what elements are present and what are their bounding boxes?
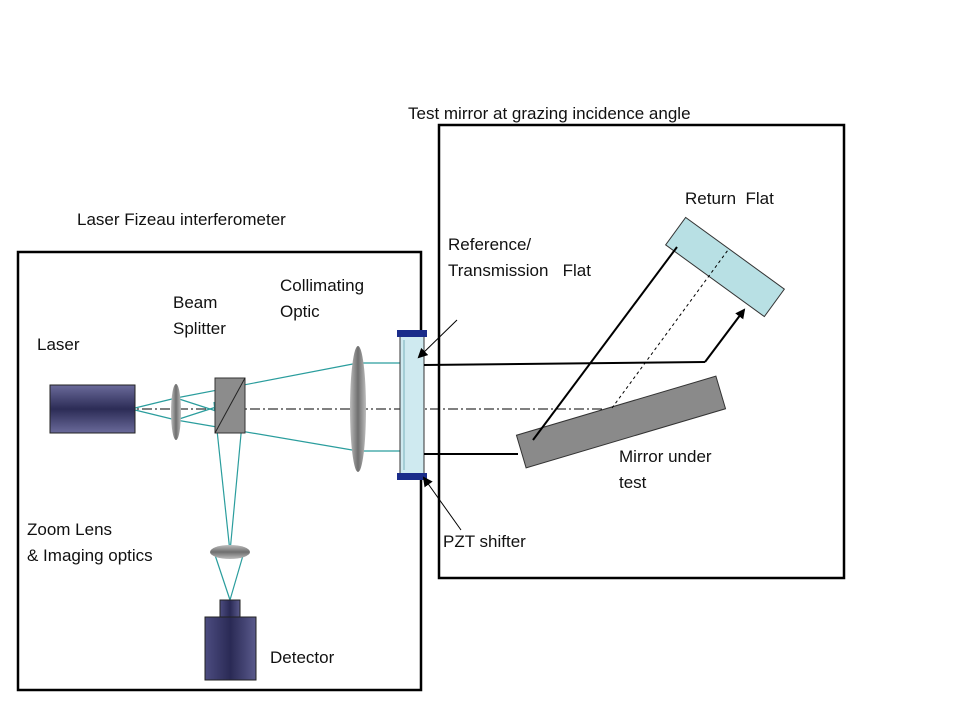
reference-label-2: Transmission Flat [448, 261, 591, 280]
laser-label: Laser [37, 335, 80, 354]
detector-neck [219, 599, 241, 618]
pzt-top [397, 330, 427, 337]
beam-splitter-label-2: Splitter [173, 319, 226, 338]
mirror-under-test [515, 375, 727, 469]
expander-lens [171, 384, 181, 440]
pzt-leader [422, 476, 462, 531]
zoom-label-2: & Imaging optics [27, 546, 153, 565]
detector-body [204, 616, 257, 681]
reference-leader [417, 319, 458, 359]
collimating-label-1: Collimating [280, 276, 365, 295]
test-beam-paths [423, 246, 746, 455]
test-mirror-title: Test mirror at grazing incidence angle [408, 104, 691, 123]
mirror-label-1: Mirror under [619, 447, 712, 466]
return-flat [664, 216, 786, 318]
pzt-label: PZT shifter [443, 532, 526, 551]
collimating-lens [350, 346, 366, 472]
zoom-label-1: Zoom Lens [27, 520, 113, 539]
collimating-label-2: Optic [280, 302, 320, 321]
test-mirror-box [437, 123, 846, 580]
beam-splitter-diagonal [214, 377, 246, 434]
beam-splitter-label-1: Beam [173, 293, 218, 312]
mirror-label-2: test [619, 473, 647, 492]
imaging-lens [210, 545, 250, 559]
return-flat-label: Return Flat [685, 189, 774, 208]
interferometer-title: Laser Fizeau interferometer [77, 210, 286, 229]
reference-label-1: Reference/ [448, 235, 532, 254]
detector-label: Detector [270, 648, 335, 667]
pzt-bottom [397, 473, 427, 480]
laser-body [49, 384, 136, 434]
